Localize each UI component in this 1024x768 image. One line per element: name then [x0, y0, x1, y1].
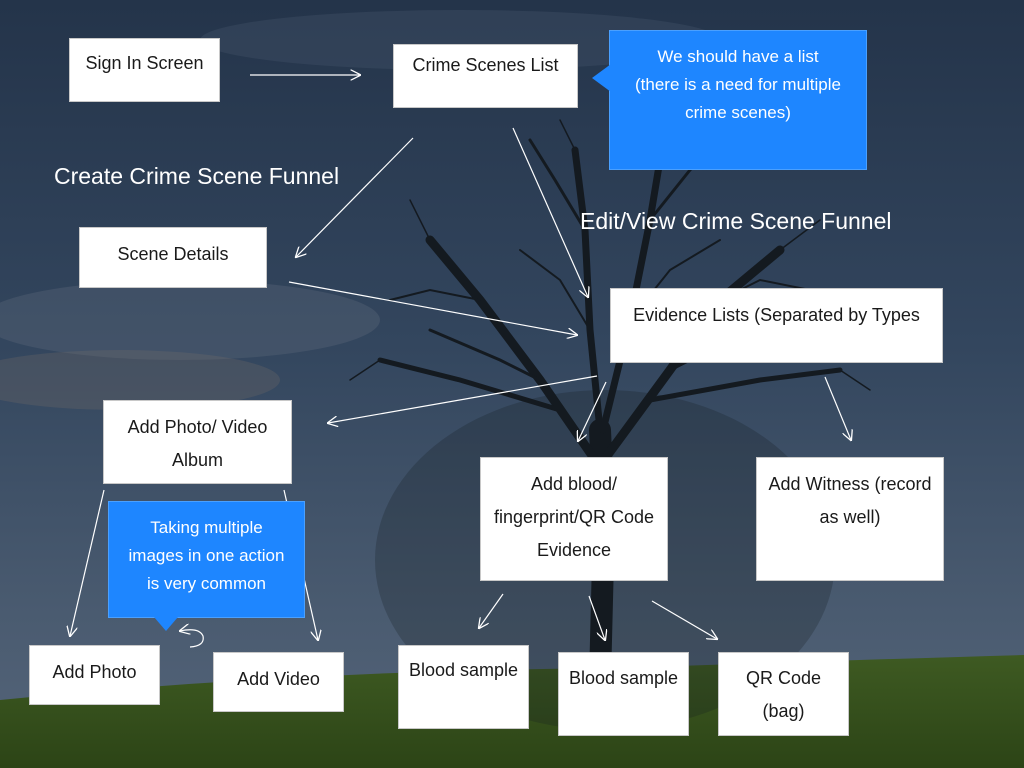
- add-blood-evidence-line2: fingerprint/QR Code: [493, 507, 655, 527]
- add-blood-evidence-line1: Add blood/: [530, 474, 618, 494]
- add-video-text: Add Video: [237, 669, 320, 689]
- add-photo-video-album-line1: Add Photo/ Video: [127, 417, 268, 437]
- scene-details-text: Scene Details: [117, 244, 229, 264]
- add-blood-evidence-box: Add blood/ fingerprint/QR Code Evidence: [480, 457, 668, 581]
- add-photo-box: Add Photo: [29, 645, 160, 705]
- multi-image-note-callout: Taking multiple images in one action is …: [108, 501, 305, 618]
- list-note-callout: We should have a list (there is a need f…: [609, 30, 867, 170]
- create-funnel-label: Create Crime Scene Funnel: [54, 163, 340, 189]
- crime-scenes-list-box: Crime Scenes List: [393, 44, 578, 108]
- blood-sample-2-text: Blood sample: [568, 668, 679, 688]
- qr-code-box: QR Code (bag): [718, 652, 849, 736]
- blood-sample-1-text: Blood sample: [408, 660, 519, 680]
- qr-code-line1: QR Code: [745, 668, 822, 688]
- edit-view-funnel-label: Edit/View Crime Scene Funnel: [580, 208, 892, 234]
- multi-image-note-callout-pointer: [154, 617, 178, 631]
- sign-in-screen-text: Sign In Screen: [85, 53, 204, 73]
- list-note-line3: crime scenes): [685, 103, 791, 122]
- add-witness-line2: as well): [819, 507, 881, 527]
- scene-details-box: Scene Details: [79, 227, 267, 288]
- add-photo-video-album-line2: Album: [171, 450, 224, 470]
- multi-image-note-line2: images in one action: [128, 546, 285, 565]
- multi-image-note-line1: Taking multiple: [150, 518, 263, 537]
- crime-scenes-list-text: Crime Scenes List: [412, 55, 559, 75]
- list-note-line2: (there is a need for multiple: [635, 75, 841, 94]
- add-photo-text: Add Photo: [52, 662, 137, 682]
- list-note-callout-pointer: [592, 64, 611, 92]
- blood-sample-1-box: Blood sample: [398, 645, 529, 729]
- sign-in-screen-box: Sign In Screen: [69, 38, 220, 102]
- add-witness-line1: Add Witness (record: [768, 474, 932, 494]
- evidence-lists-text: Evidence Lists (Separated by Types: [633, 305, 920, 325]
- add-witness-box: Add Witness (record as well): [756, 457, 944, 581]
- add-blood-evidence-line3: Evidence: [536, 540, 612, 560]
- evidence-lists-box: Evidence Lists (Separated by Types: [610, 288, 943, 363]
- add-video-box: Add Video: [213, 652, 344, 712]
- qr-code-line2: (bag): [762, 701, 805, 721]
- blood-sample-2-box: Blood sample: [558, 652, 689, 736]
- multi-image-note-line3: is very common: [146, 574, 267, 593]
- add-photo-video-album-box: Add Photo/ Video Album: [103, 400, 292, 484]
- list-note-line1: We should have a list: [657, 47, 819, 66]
